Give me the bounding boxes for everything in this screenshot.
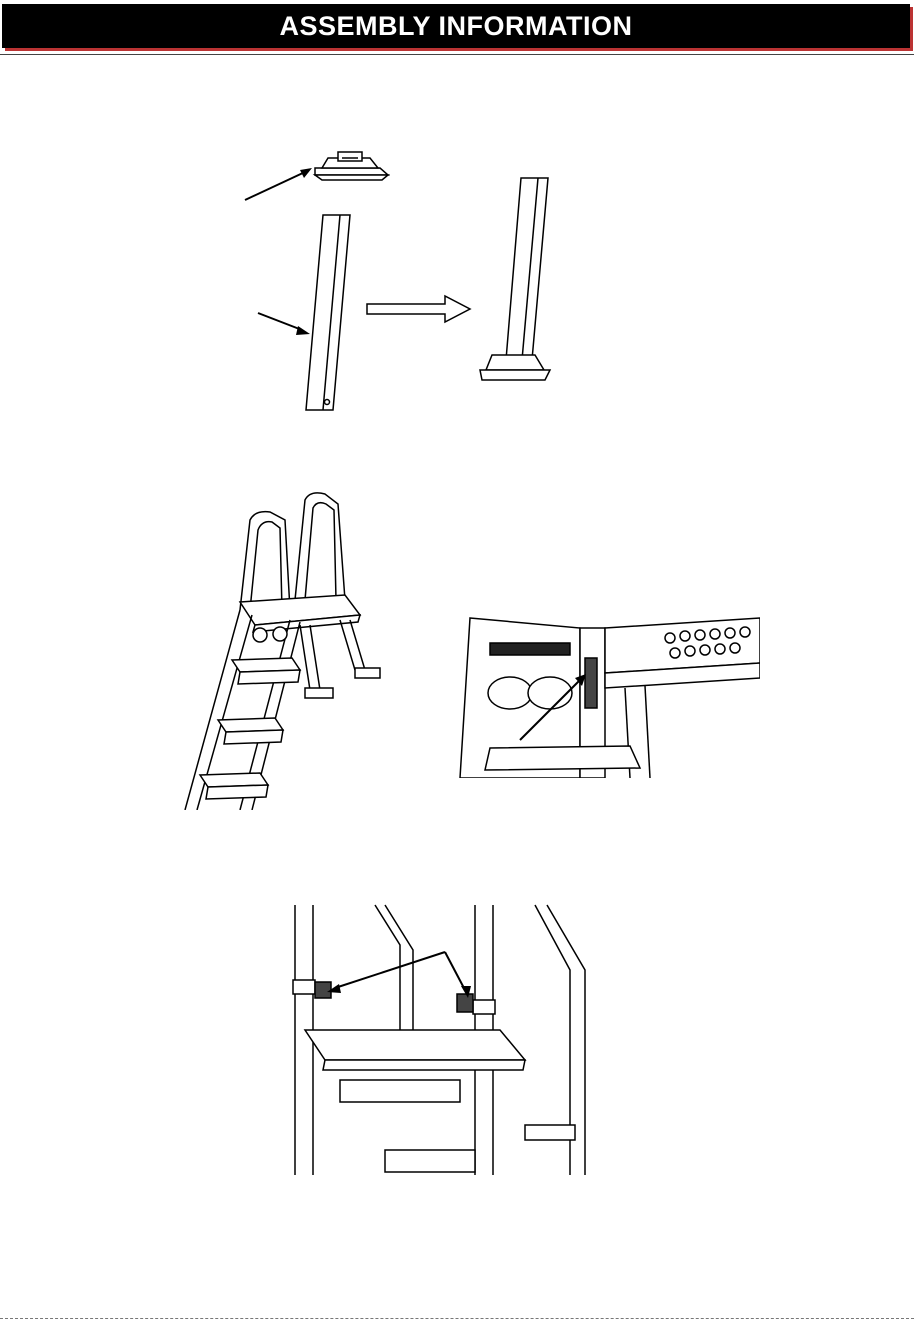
pointer-arrow-icon — [245, 168, 312, 200]
leg-tube-icon — [306, 215, 350, 410]
section-header: ASSEMBLY INFORMATION — [2, 4, 910, 48]
header-divider — [0, 54, 914, 55]
pointer-arrow-icon — [327, 952, 471, 998]
assembled-leg-icon — [480, 178, 550, 380]
footer-divider — [0, 1318, 914, 1319]
figure-handrail-clamp — [285, 900, 595, 1180]
pointer-arrow-icon — [258, 313, 310, 335]
figure-ladder-overview — [180, 490, 410, 810]
handrail-clamp-icon — [293, 905, 585, 1175]
right-arrow-icon — [367, 296, 470, 322]
page-title: ASSEMBLY INFORMATION — [279, 11, 632, 42]
ladder-detail-icon — [460, 618, 760, 778]
figure-leg-assembly — [230, 130, 590, 430]
figure-ladder-detail — [430, 598, 760, 778]
ladder-icon — [185, 493, 380, 810]
base-plate-icon — [315, 152, 388, 180]
